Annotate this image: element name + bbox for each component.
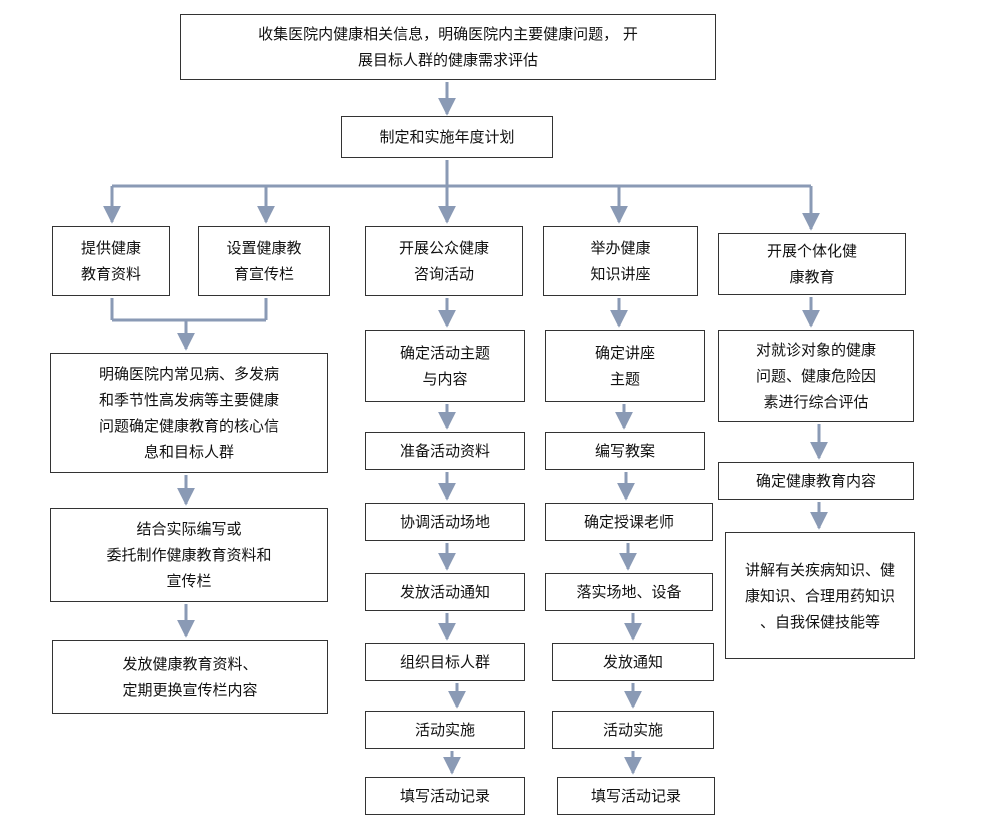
node-issue-notice: 发放活动通知	[365, 573, 525, 611]
node-write-materials: 结合实际编写或 委托制作健康教育资料和 宣传栏	[50, 508, 328, 602]
node-lecture: 举办健康 知识讲座	[543, 226, 698, 296]
node-collect-info: 收集医院内健康相关信息，明确医院内主要健康问题， 开 展目标人群的健康需求评估	[180, 14, 716, 80]
node-define-content: 确定健康教育内容	[718, 462, 914, 500]
node-activity-run: 活动实施	[365, 711, 525, 749]
node-assess-patient: 对就诊对象的健康 问题、健康危险因 素进行综合评估	[718, 330, 914, 422]
node-lecture-record: 填写活动记录	[557, 777, 715, 815]
node-lecture-theme: 确定讲座 主题	[545, 330, 705, 402]
node-organize-group: 组织目标人群	[365, 643, 525, 681]
node-distribute-materials: 发放健康教育资料、 定期更换宣传栏内容	[52, 640, 328, 714]
node-venue-equipment: 落实场地、设备	[545, 573, 713, 611]
node-individual: 开展个体化健 康教育	[718, 233, 906, 295]
node-coordinate-venue: 协调活动场地	[365, 503, 525, 541]
node-lecture-notice: 发放通知	[552, 643, 714, 681]
node-public-consult: 开展公众健康 咨询活动	[365, 226, 523, 296]
node-provide-materials: 提供健康 教育资料	[52, 226, 170, 296]
node-assign-teacher: 确定授课老师	[545, 503, 713, 541]
node-write-plan: 编写教案	[545, 432, 705, 470]
node-define-core: 明确医院内常见病、多发病 和季节性高发病等主要健康 问题确定健康教育的核心信 息…	[50, 353, 328, 473]
node-lecture-run: 活动实施	[552, 711, 714, 749]
node-activity-theme: 确定活动主题 与内容	[365, 330, 525, 402]
node-set-board: 设置健康教 育宣传栏	[198, 226, 330, 296]
node-explain-knowledge: 讲解有关疾病知识、健 康知识、合理用药知识 、自我保健技能等	[725, 532, 915, 659]
node-activity-record: 填写活动记录	[365, 777, 525, 815]
node-annual-plan: 制定和实施年度计划	[341, 116, 553, 158]
node-prepare-materials: 准备活动资料	[365, 432, 525, 470]
